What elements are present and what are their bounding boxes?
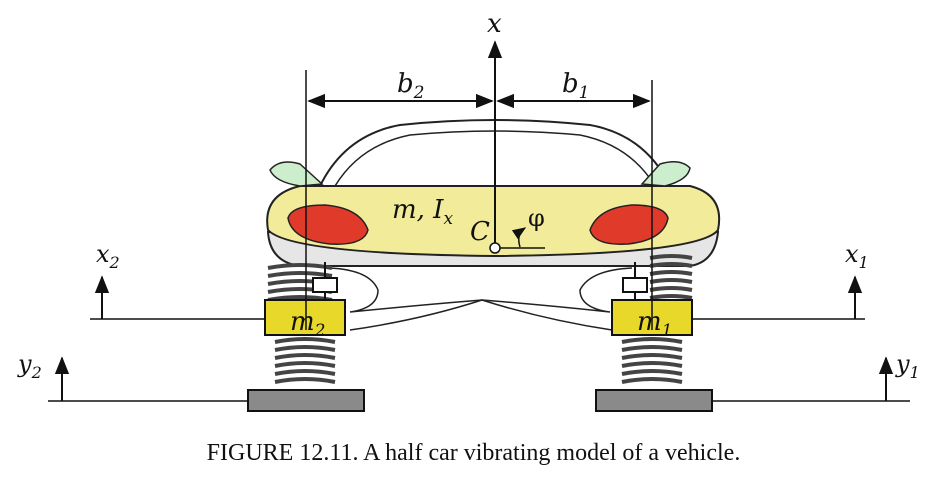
b2-label: b2 <box>397 69 424 103</box>
car-underbody <box>329 267 633 313</box>
left-wheel-mass <box>264 299 346 336</box>
m2-label: m2 <box>290 307 325 341</box>
x1-label: x1 <box>845 240 869 272</box>
y1-label: y1 <box>895 350 920 382</box>
right-mirror <box>640 161 691 187</box>
y2-label: y2 <box>17 350 42 382</box>
figure-caption: FIGURE 12.11. A half car vibrating model… <box>206 440 741 466</box>
left-taillight <box>287 204 369 245</box>
left-tire-spring <box>274 337 336 384</box>
m1-label: m1 <box>637 307 672 341</box>
right-upper-spring <box>649 254 693 300</box>
x2-label: x2 <box>96 240 120 272</box>
x-axis-label: x <box>487 9 502 39</box>
center-of-mass-label: C <box>470 217 490 247</box>
left-mirror <box>269 161 324 187</box>
sprung-mass-label: m, Ix <box>392 195 453 229</box>
right-tire-spring <box>621 337 683 384</box>
left-ground-pad <box>247 389 365 412</box>
right-damper <box>622 262 648 300</box>
center-of-mass-marker <box>489 242 501 254</box>
b1-label: b1 <box>562 69 589 103</box>
phi-label: φ <box>528 204 545 232</box>
right-taillight <box>589 204 669 245</box>
left-damper <box>312 262 338 300</box>
right-ground-pad <box>595 389 713 412</box>
car-underbody-lower <box>349 299 613 331</box>
phi-rotation-arrow <box>511 227 527 248</box>
